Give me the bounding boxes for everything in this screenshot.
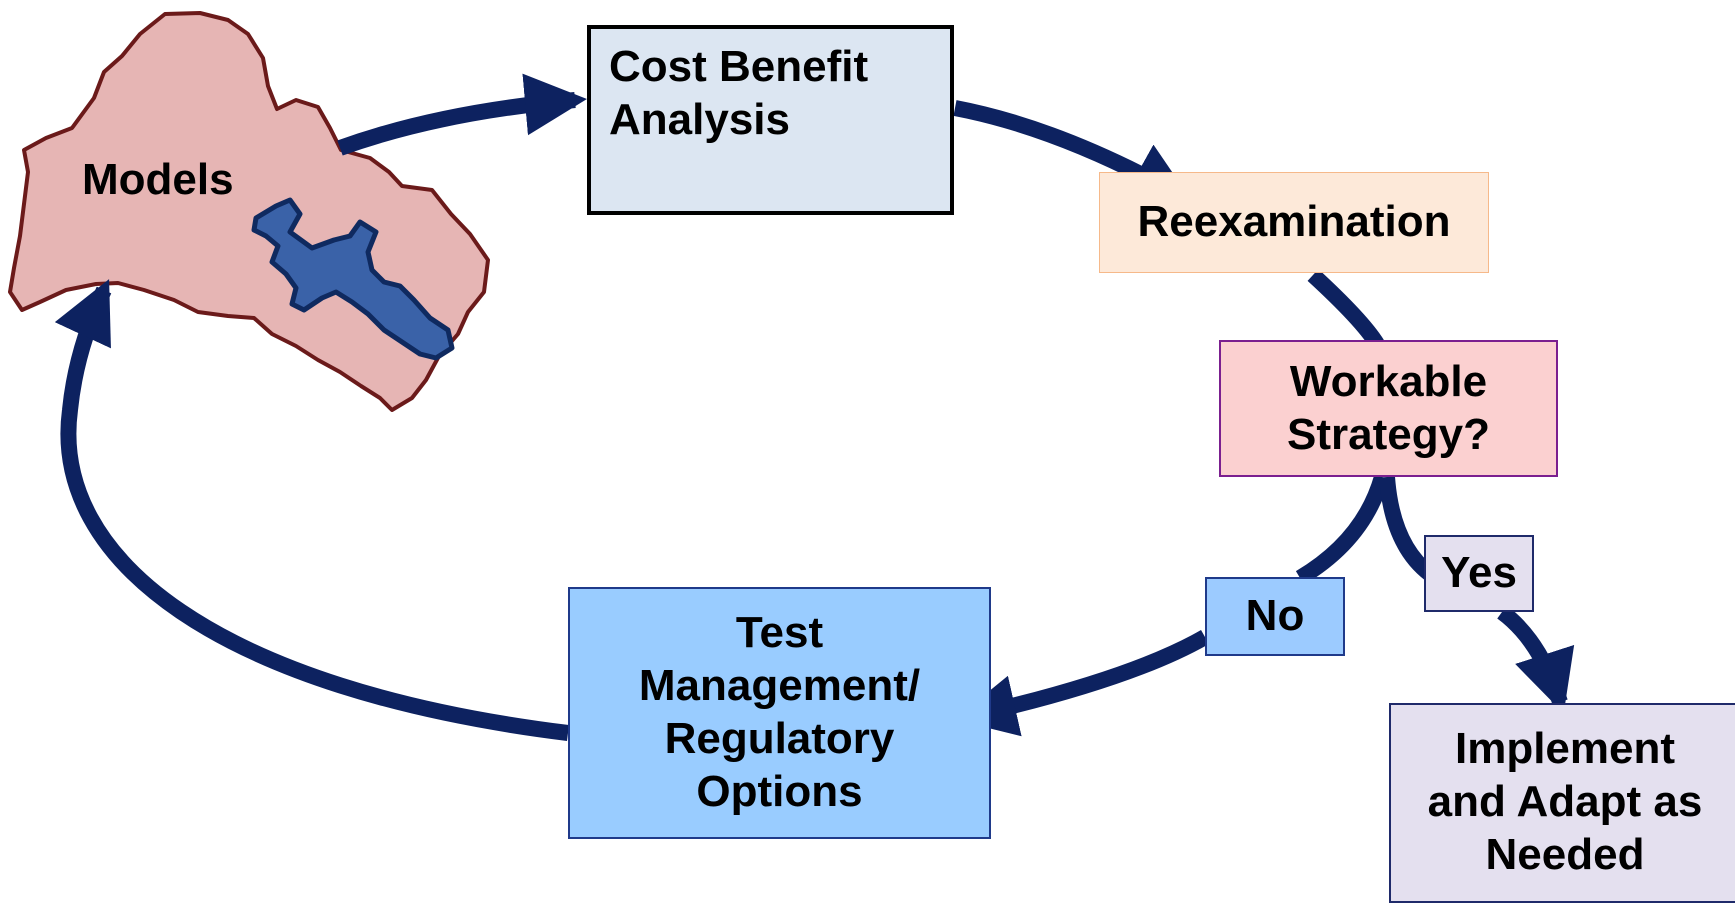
test-options-box: Test Management/ Regulatory Options <box>568 587 991 839</box>
no-label-box: No <box>1205 577 1345 656</box>
reexamination-box: Reexamination <box>1099 172 1489 273</box>
connector-workable-to-yes <box>1379 476 1436 581</box>
no-label: No <box>1245 591 1305 641</box>
connector-workable-to-no <box>1295 474 1390 585</box>
reservoir-shape <box>251 197 455 361</box>
test-options-line-1: Test <box>735 608 824 658</box>
reexamination-label: Reexamination <box>1137 197 1451 247</box>
cost-benefit-line-1: Cost Benefit <box>609 42 869 91</box>
watershed-map <box>8 11 490 412</box>
test-options-line-2: Management/ <box>638 661 921 711</box>
yes-label-box: Yes <box>1424 535 1534 612</box>
implement-box: Implement and Adapt as Needed <box>1389 703 1735 903</box>
implement-line-2: and Adapt as <box>1427 776 1703 826</box>
cost-benefit-line-2: Analysis <box>609 94 790 144</box>
arrow-no-to-test <box>954 630 1209 737</box>
workable-strategy-line-1: Workable <box>1289 356 1488 406</box>
yes-label: Yes <box>1441 548 1517 598</box>
arrow-yes-to-implement <box>1497 605 1575 714</box>
arrow-test-to-models <box>54 279 569 741</box>
models-label: Models <box>82 155 234 204</box>
cost-benefit-box: Cost Benefit Analysis <box>587 25 954 215</box>
implement-line-1: Implement <box>1454 724 1676 773</box>
arrow-models-to-cost <box>337 73 587 156</box>
test-options-line-4: Options <box>696 766 863 816</box>
connector-reexam-to-workable <box>1307 269 1384 349</box>
implement-line-3: Needed <box>1485 829 1645 879</box>
workable-strategy-box: Workable Strategy? <box>1219 340 1558 477</box>
workable-strategy-line-2: Strategy? <box>1287 409 1490 459</box>
test-options-line-3: Regulatory <box>664 714 895 763</box>
